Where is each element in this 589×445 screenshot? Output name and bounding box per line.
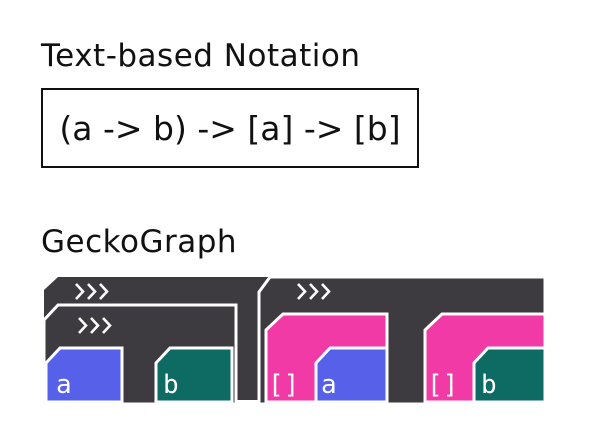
chevron-icon — [75, 283, 109, 300]
type-b-label: b — [163, 370, 179, 400]
type-a-label: a — [56, 370, 72, 400]
list-a-label: a — [321, 370, 337, 400]
geckograph-title: GeckoGraph — [41, 224, 238, 260]
list-b-inner-block — [472, 346, 547, 404]
list-bracket-label: [] — [268, 370, 299, 400]
list-b-label: b — [481, 370, 497, 400]
list-a-inner-block — [314, 346, 389, 404]
type-signature: (a -> b) -> [a] -> [b] — [59, 108, 401, 148]
text-notation-title: Text-based Notation — [41, 38, 361, 74]
type-b-block — [154, 346, 234, 404]
notation-box: (a -> b) -> [a] -> [b] — [41, 88, 419, 168]
list-bracket-label: [] — [427, 370, 458, 400]
chevron-icon — [297, 283, 331, 300]
chevron-icon — [78, 317, 112, 334]
type-a-block — [44, 346, 124, 404]
